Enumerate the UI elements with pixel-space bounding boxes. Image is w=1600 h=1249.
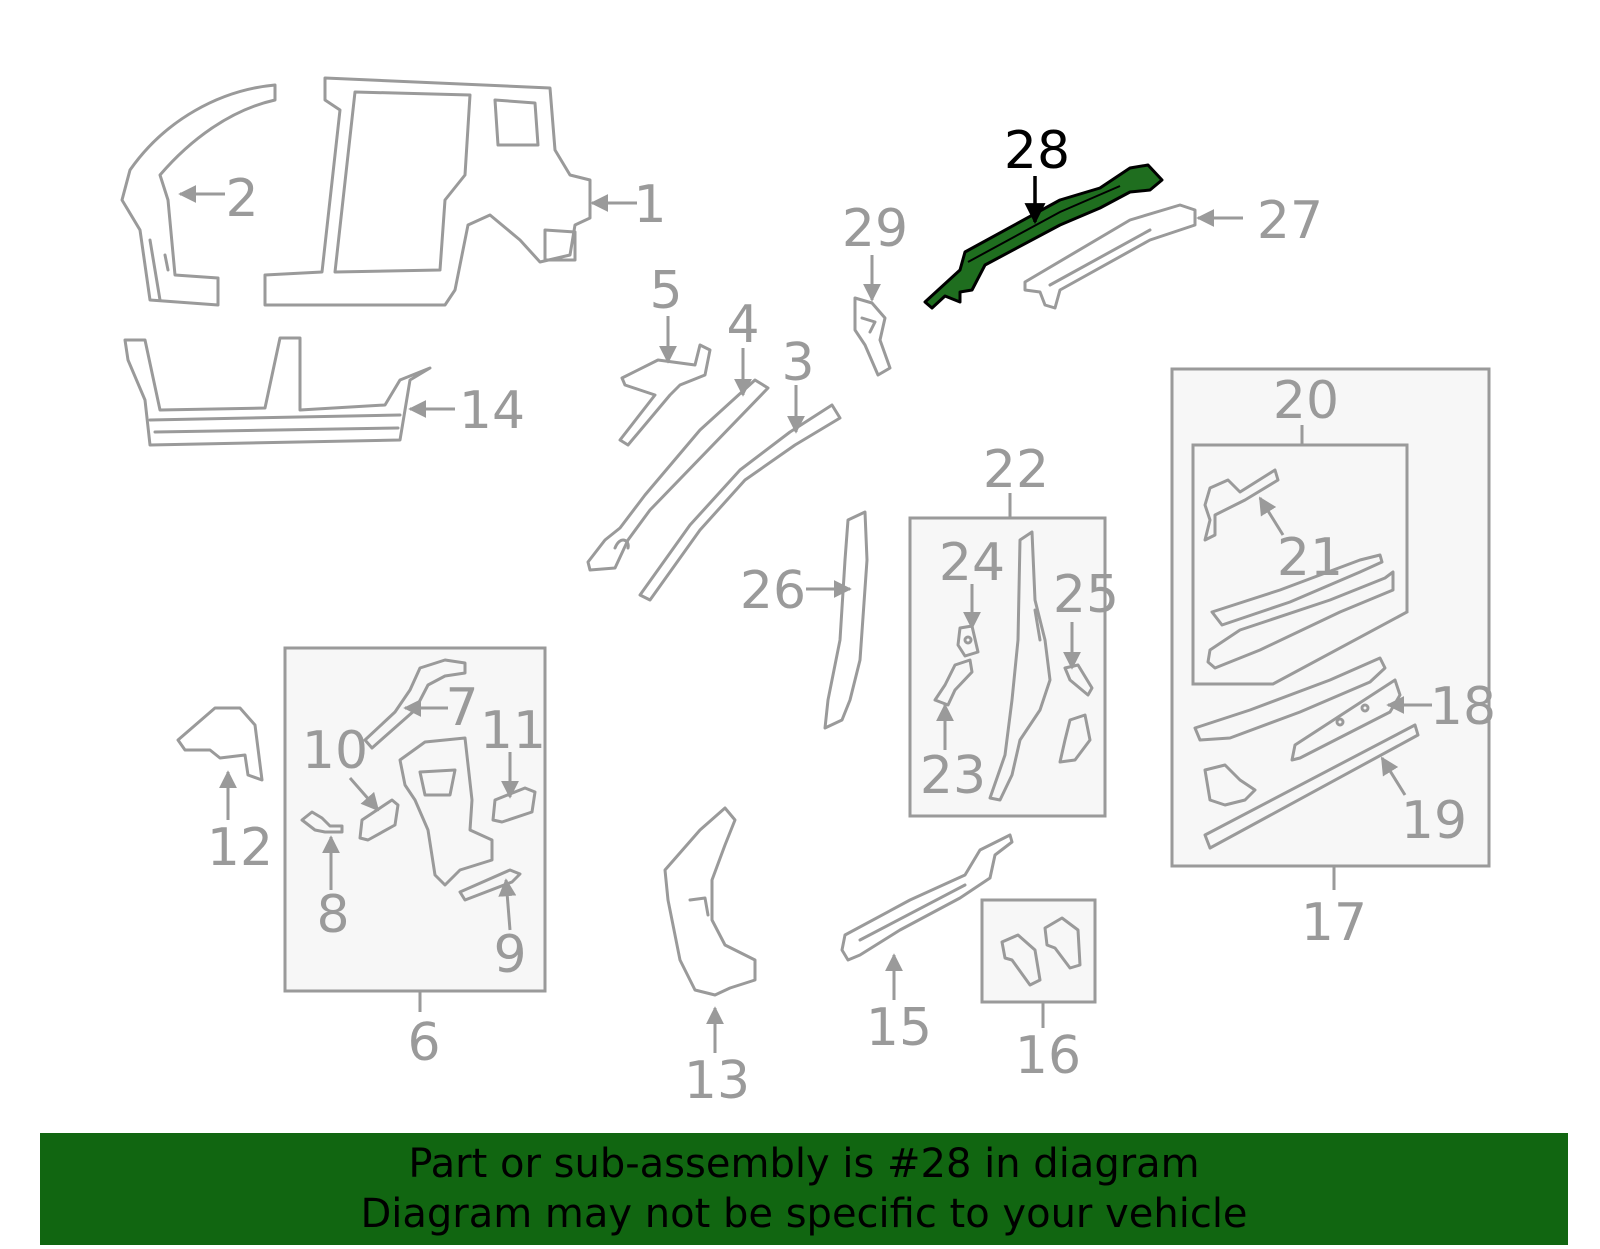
part-10-shape	[358, 798, 400, 842]
box-group-20	[1191, 443, 1409, 686]
label-17: 17	[1301, 893, 1367, 953]
part-4-shape	[586, 378, 770, 572]
label-11: 11	[480, 701, 546, 761]
label-10: 10	[302, 721, 368, 781]
part-7-shape	[363, 658, 467, 750]
part-6-shape	[398, 736, 494, 887]
label-3: 3	[781, 333, 814, 393]
part-29-shape	[853, 296, 892, 377]
label-8: 8	[316, 885, 349, 945]
arrow-10	[348, 777, 380, 812]
part-19-shape	[1203, 723, 1420, 850]
label-9: 9	[493, 925, 526, 985]
label-28: 28	[1004, 121, 1070, 181]
banner-line-2: Diagram may not be specific to your vehi…	[360, 1191, 1248, 1237]
part-26-shape	[823, 510, 869, 730]
part-1-shape	[263, 76, 592, 307]
label-16: 16	[1015, 1026, 1081, 1086]
part-9-shape	[458, 868, 522, 902]
info-banner: Part or sub-assembly is #28 in diagram D…	[40, 1133, 1568, 1245]
label-18: 18	[1430, 677, 1496, 737]
label-24: 24	[939, 533, 1005, 593]
label-7: 7	[445, 678, 478, 738]
label-13: 13	[684, 1051, 750, 1111]
part-5-shape	[618, 343, 712, 447]
label-4: 4	[726, 295, 759, 355]
label-29: 29	[842, 199, 908, 259]
label-23: 23	[920, 746, 986, 806]
banner-line-1: Part or sub-assembly is #28 in diagram	[408, 1141, 1200, 1187]
arrow-9	[498, 878, 517, 931]
arrow-21	[1258, 496, 1285, 536]
label-26: 26	[740, 561, 806, 621]
part-20-shape	[1206, 553, 1395, 670]
part-23-shape	[933, 658, 974, 707]
box-group-16	[980, 898, 1097, 1004]
label-27: 27	[1257, 191, 1323, 251]
label-22: 22	[983, 440, 1049, 500]
label-2: 2	[225, 169, 258, 229]
part-28-shape	[923, 163, 1164, 310]
label-25: 25	[1053, 565, 1119, 625]
label-12: 12	[207, 818, 273, 878]
part-14-shape	[123, 336, 432, 447]
part-27-shape	[1023, 203, 1197, 310]
part-3-shape	[638, 403, 842, 602]
label-5: 5	[649, 261, 682, 321]
label-20: 20	[1273, 371, 1339, 431]
label-14: 14	[459, 381, 525, 441]
part-12-shape	[176, 706, 264, 782]
arrow-19	[1380, 756, 1407, 796]
part-15-shape	[840, 833, 1014, 962]
label-6: 6	[407, 1013, 440, 1073]
label-1: 1	[633, 175, 666, 235]
label-19: 19	[1401, 791, 1467, 851]
part-22-shape	[988, 530, 1052, 802]
part-11-shape	[491, 786, 537, 824]
part-21-shape	[1203, 468, 1280, 542]
label-21: 21	[1277, 528, 1343, 588]
part-17-shape	[1193, 656, 1387, 807]
part-8-shape	[300, 810, 344, 834]
part-16-shape	[1000, 916, 1082, 987]
part-13-shape	[663, 806, 757, 997]
label-15: 15	[866, 998, 932, 1058]
part-2-shape	[120, 83, 277, 307]
